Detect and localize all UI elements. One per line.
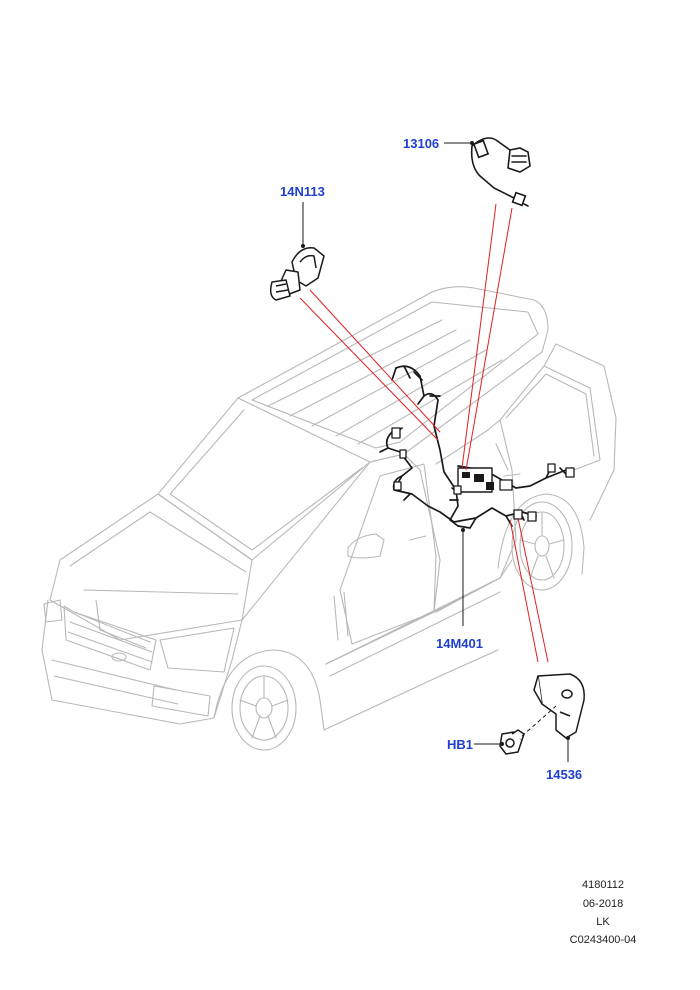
leader-dots <box>301 141 570 746</box>
callout-14536[interactable]: 14536 <box>546 767 583 782</box>
callout-14n113[interactable]: 14N113 <box>280 184 325 199</box>
part-14n113-clip <box>269 247 325 301</box>
part-13106-sensor-lead <box>470 137 531 207</box>
callout-hb1[interactable]: HB1 <box>447 737 474 752</box>
leader-lines <box>299 142 569 762</box>
vehicle-outline <box>41 286 617 751</box>
callout-13106[interactable]: 13106 <box>403 136 440 151</box>
illustration-date: 06-2018 <box>582 898 624 910</box>
illustration-author: LK <box>596 916 610 928</box>
part-14536-bracket <box>533 673 585 739</box>
illustration-number: 4180112 <box>581 879 624 891</box>
illustration-code: C0243400-04 <box>569 934 637 946</box>
part-hb1-bolt <box>499 729 525 755</box>
wiring-harness-14m401 <box>379 365 575 529</box>
callout-14m401[interactable]: 14M401 <box>436 636 483 651</box>
